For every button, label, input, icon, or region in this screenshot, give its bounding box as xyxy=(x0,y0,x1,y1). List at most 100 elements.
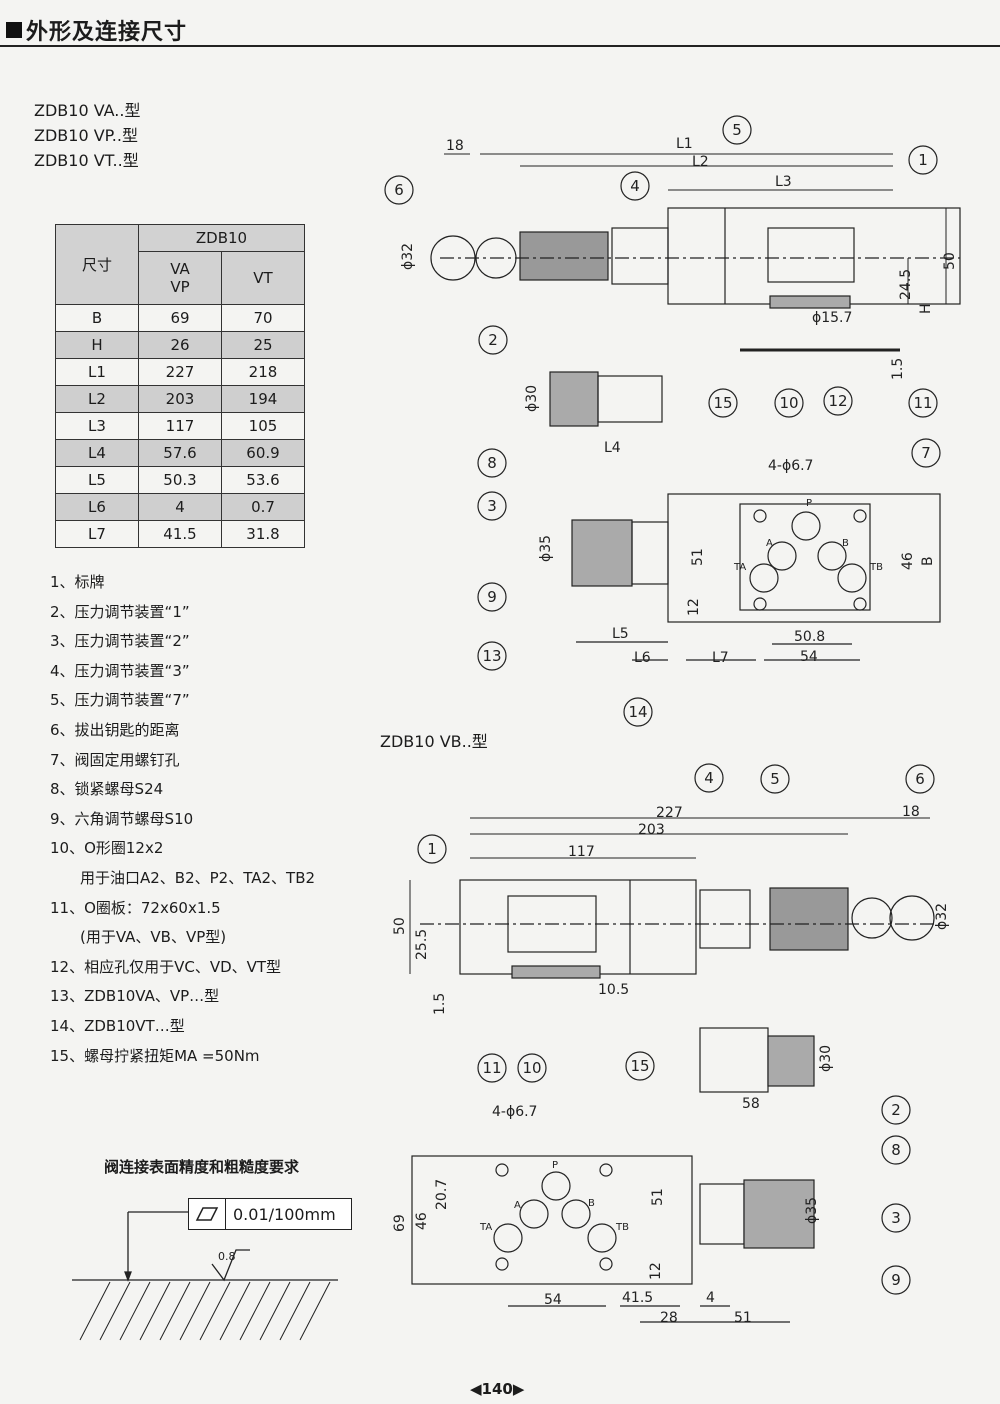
svg-text:12: 12 xyxy=(648,1262,664,1280)
svg-text:ϕ35: ϕ35 xyxy=(538,535,554,562)
legend-item: 14、ZDB10VT…型 xyxy=(50,1016,185,1035)
table-header-col2: VT xyxy=(221,251,305,305)
legend-item: 10、O形圈12x2 xyxy=(50,839,164,858)
svg-text:2: 2 xyxy=(488,331,498,349)
bottom-callouts xyxy=(417,763,935,1295)
legend-item: 2、压力调节装置“1” xyxy=(50,602,190,621)
svg-text:28: 28 xyxy=(660,1310,678,1326)
parts-legend: 1、标牌 2、压力调节装置“1” 3、压力调节装置“2” 4、压力调节装置“3”… xyxy=(50,568,315,1071)
svg-text:15: 15 xyxy=(713,394,732,412)
roughness-value: 0.8 xyxy=(218,1250,236,1263)
top-dimension-lines xyxy=(444,153,947,304)
svg-text:117: 117 xyxy=(568,844,595,860)
svg-text:203: 203 xyxy=(638,822,665,838)
legend-item: 15、螺母拧紧扭矩MA =50Nm xyxy=(50,1046,260,1065)
svg-text:TA: TA xyxy=(479,1222,492,1233)
svg-text:54: 54 xyxy=(544,1292,562,1308)
surface-diagram xyxy=(72,1211,338,1341)
svg-text:L5: L5 xyxy=(612,626,629,642)
top-side-view xyxy=(430,207,961,352)
svg-text:B: B xyxy=(920,556,936,566)
bottom-side-view xyxy=(420,879,940,979)
header-rule xyxy=(0,45,1000,47)
bottom-dimension-lines xyxy=(409,817,930,974)
svg-text:4: 4 xyxy=(630,177,640,195)
table-cell: 25 xyxy=(221,331,305,359)
svg-text:7: 7 xyxy=(921,444,931,462)
table-cell: L7 xyxy=(55,520,139,548)
table-cell: 203 xyxy=(138,385,222,413)
svg-text:8: 8 xyxy=(487,454,497,472)
table-cell: 57.6 xyxy=(138,439,222,467)
svg-text:10: 10 xyxy=(779,394,798,412)
svg-text:58: 58 xyxy=(742,1096,760,1112)
svg-text:ϕ32: ϕ32 xyxy=(934,903,950,930)
svg-text:25.5: 25.5 xyxy=(414,929,430,960)
svg-text:46: 46 xyxy=(900,552,916,570)
model-name: ZDB10 VP..型 xyxy=(34,126,138,145)
svg-text:P: P xyxy=(806,498,812,509)
section-title-vb: ZDB10 VB..型 xyxy=(380,732,488,751)
svg-text:10: 10 xyxy=(522,1059,541,1077)
svg-text:46: 46 xyxy=(414,1212,430,1230)
svg-text:P: P xyxy=(552,1160,558,1171)
svg-text:1.5: 1.5 xyxy=(432,993,448,1015)
table-cell: 0.7 xyxy=(221,493,305,521)
legend-item: 13、ZDB10VA、VP…型 xyxy=(50,987,220,1006)
svg-text:TB: TB xyxy=(615,1222,629,1233)
svg-text:5: 5 xyxy=(770,770,780,788)
svg-text:B: B xyxy=(842,538,849,549)
svg-text:5: 5 xyxy=(732,121,742,139)
svg-text:4-ϕ6.7: 4-ϕ6.7 xyxy=(768,458,813,474)
table-cell: 227 xyxy=(138,358,222,386)
svg-text:12: 12 xyxy=(828,392,847,410)
legend-item: 11、O圈板：72x60x1.5 xyxy=(50,898,221,917)
svg-text:6: 6 xyxy=(394,181,404,199)
page-title: 外形及连接尺寸 xyxy=(26,20,188,45)
svg-text:4-ϕ6.7: 4-ϕ6.7 xyxy=(492,1104,537,1120)
table-cell: 69 xyxy=(138,304,222,332)
legend-item: 5、压力调节装置“7” xyxy=(50,691,190,710)
table-cell: 60.9 xyxy=(221,439,305,467)
svg-text:3: 3 xyxy=(487,497,497,515)
table-cell: L5 xyxy=(55,466,139,494)
svg-text:51: 51 xyxy=(690,548,706,566)
legend-item: 1、标牌 xyxy=(50,573,105,591)
svg-text:8: 8 xyxy=(891,1141,901,1159)
svg-text:ϕ35: ϕ35 xyxy=(804,1197,820,1224)
svg-text:ϕ30: ϕ30 xyxy=(818,1045,834,1072)
svg-text:1.5: 1.5 xyxy=(890,358,906,380)
legend-item: 4、压力调节装置“3” xyxy=(50,661,190,680)
svg-text:A: A xyxy=(766,538,773,549)
svg-text:L1: L1 xyxy=(676,136,693,152)
table-cell: L6 xyxy=(55,493,139,521)
svg-text:9: 9 xyxy=(487,588,497,606)
svg-text:13: 13 xyxy=(482,647,501,665)
legend-item: 6、拔出钥匙的距离 xyxy=(50,720,180,739)
bottom-section-views xyxy=(411,1027,815,1323)
svg-text:L3: L3 xyxy=(775,174,792,190)
model-list: ZDB10 VA..型 ZDB10 VP..型 ZDB10 VT..型 xyxy=(34,98,140,173)
svg-text:10.5: 10.5 xyxy=(598,982,629,998)
model-name: ZDB10 VT..型 xyxy=(34,151,139,170)
tolerance-value: 0.01/100mm xyxy=(233,1205,336,1224)
legend-item: 3、压力调节装置“2” xyxy=(50,632,190,651)
legend-item: 用于油口A2、B2、P2、TA2、TB2 xyxy=(80,868,316,887)
table-header-row: VA VP VT xyxy=(56,251,305,305)
table-cell: 26 xyxy=(138,331,222,359)
svg-text:54: 54 xyxy=(800,649,818,665)
page-header: 外形及连接尺寸 xyxy=(0,0,1000,48)
table-cell: 41.5 xyxy=(138,520,222,548)
table-cell: B xyxy=(55,304,139,332)
table-cell: 194 xyxy=(221,385,305,413)
